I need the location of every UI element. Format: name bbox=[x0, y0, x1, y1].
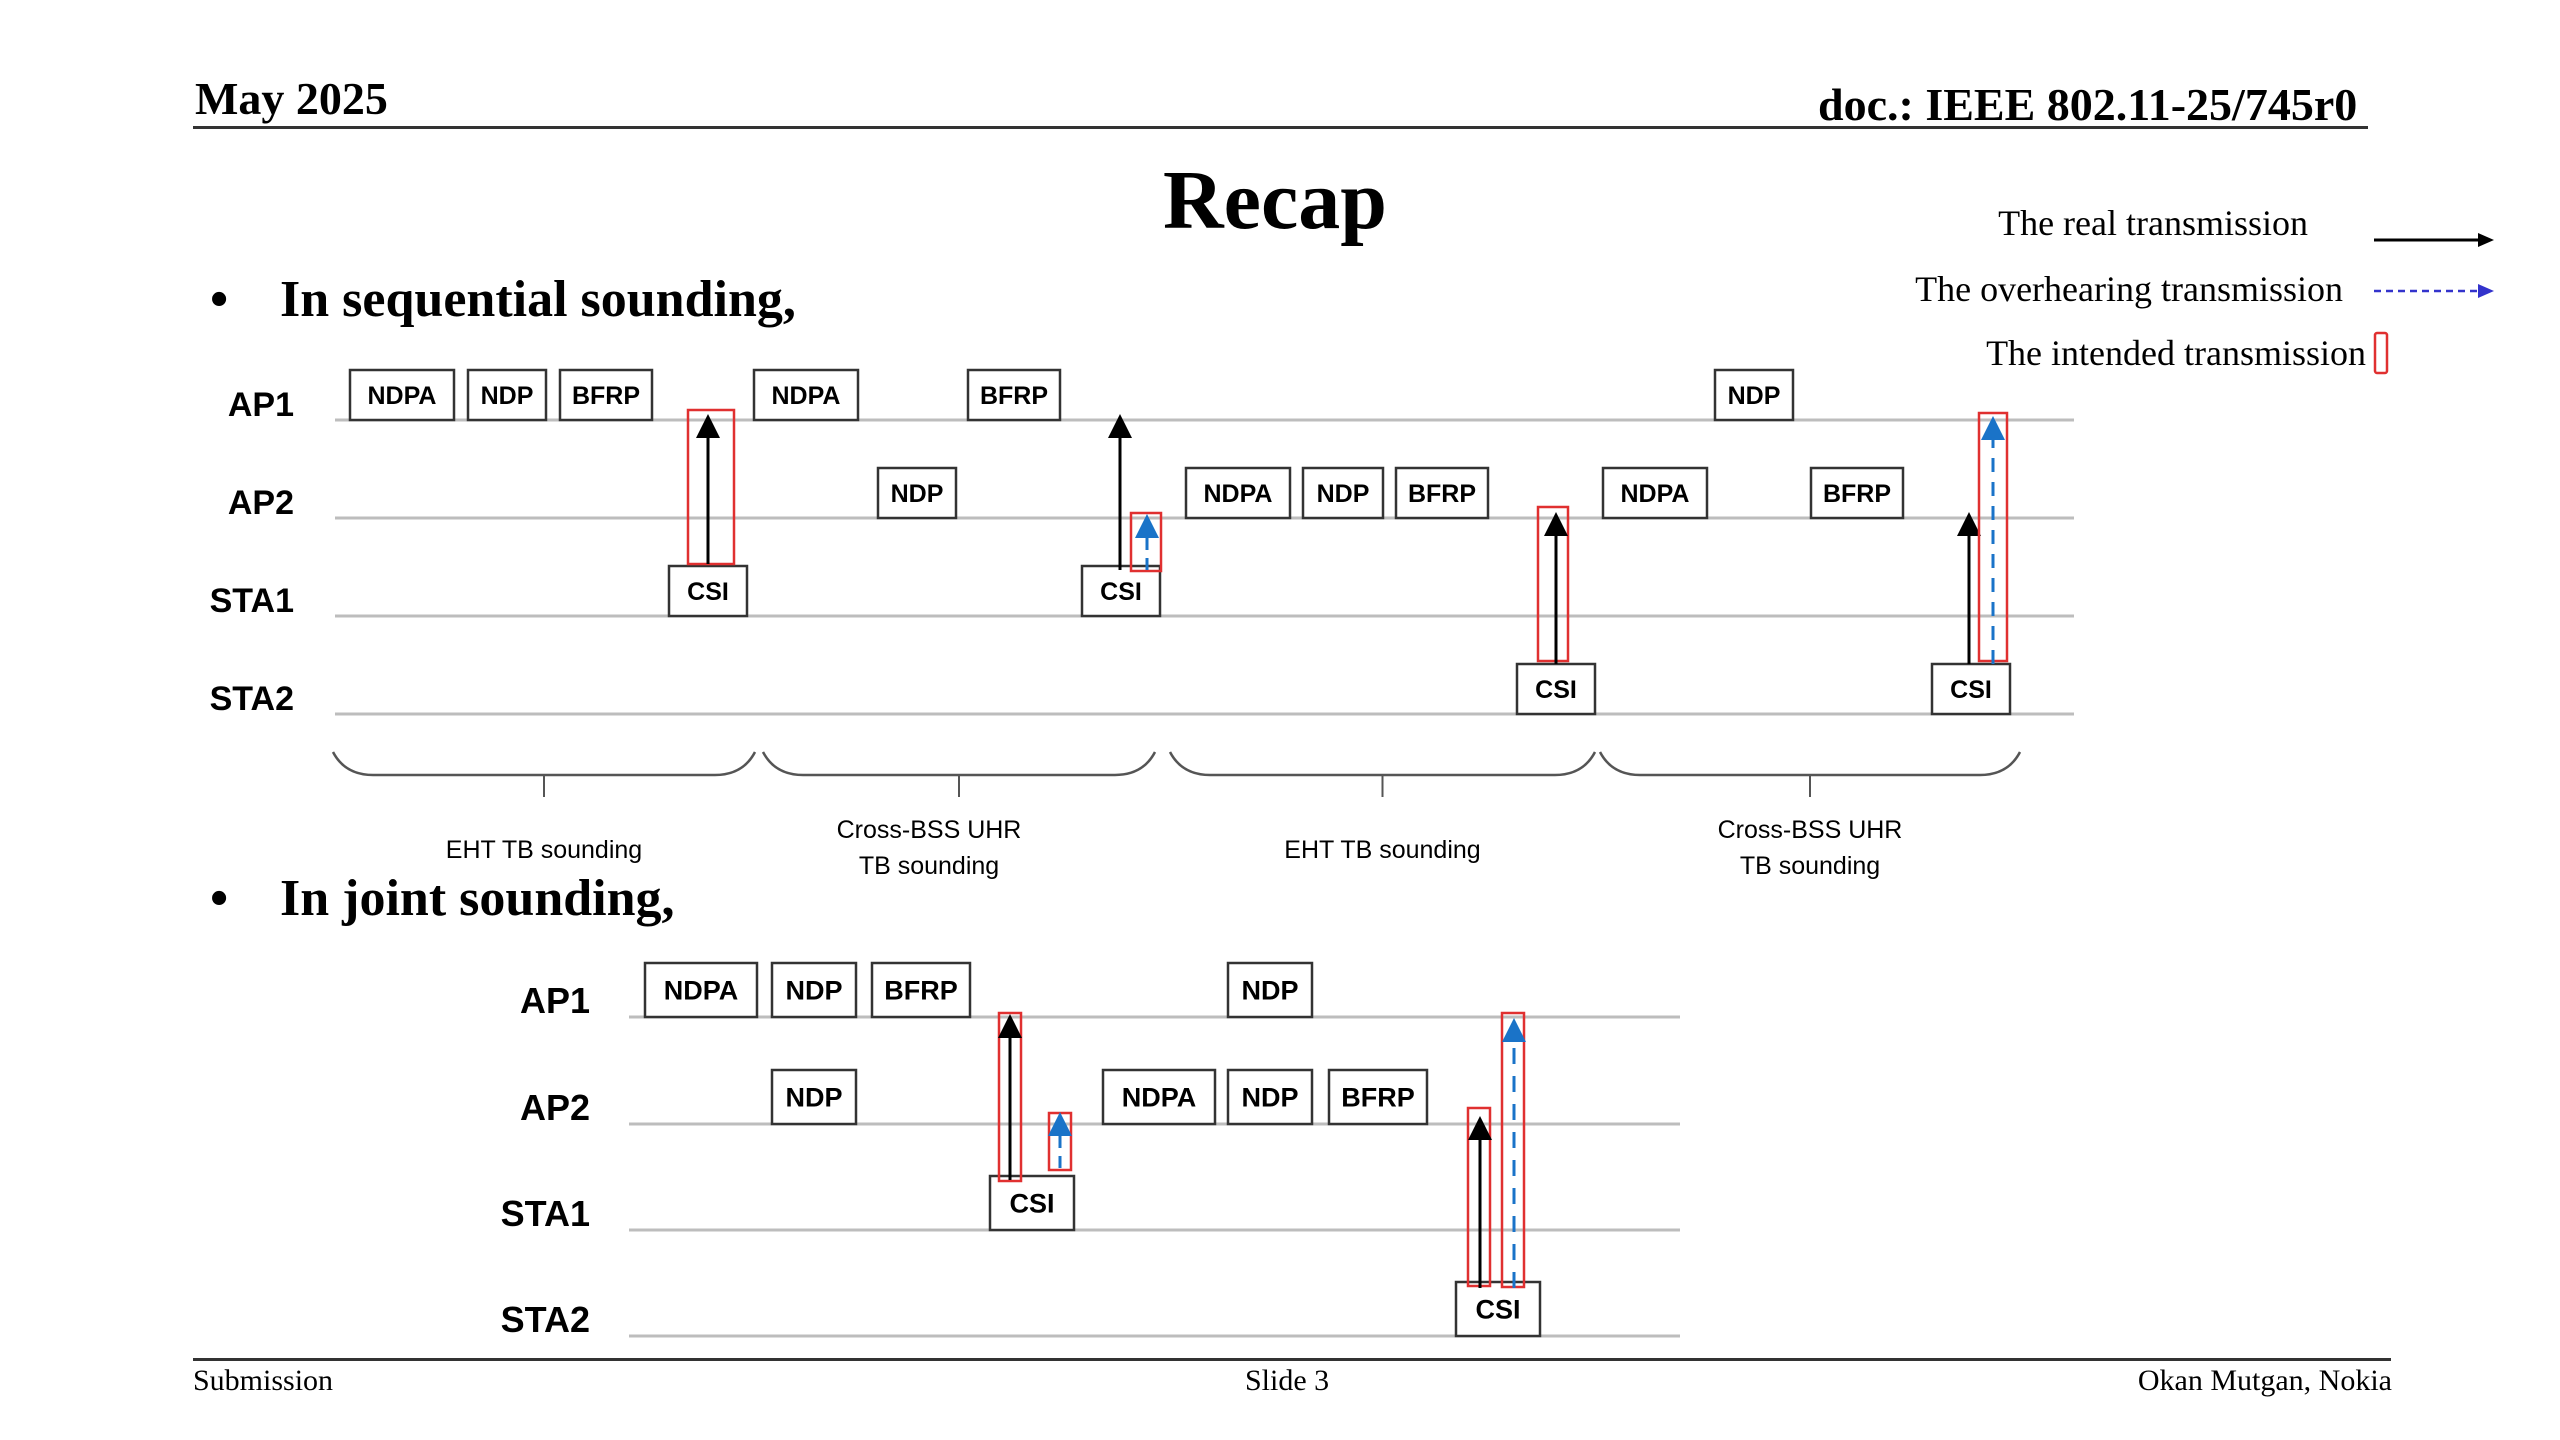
frame-ndp: NDP bbox=[1226, 1068, 1314, 1126]
frame-bfrp: BFRP bbox=[1809, 466, 1905, 520]
svg-text:CSI: CSI bbox=[1100, 578, 1142, 606]
phase-label: Cross-BSS UHR bbox=[1718, 816, 1903, 844]
frame-csi: CSI bbox=[667, 564, 749, 618]
intended-box bbox=[686, 408, 736, 566]
phase-brace: Cross-BSS UHR TB sounding bbox=[761, 751, 1157, 880]
frame-ndpa: NDPA bbox=[752, 368, 860, 422]
header-doc-id: doc.: IEEE 802.11-25/745r0 bbox=[1818, 79, 2358, 130]
footer-rule bbox=[193, 1358, 2391, 1361]
frame-csi: CSI bbox=[1454, 1280, 1542, 1338]
frame-csi: CSI bbox=[1515, 662, 1597, 716]
frame-bfrp: BFRP bbox=[966, 368, 1062, 422]
frame-ndp: NDP bbox=[1301, 466, 1385, 520]
frame-bfrp: BFRP bbox=[1394, 466, 1490, 520]
svg-text:NDP: NDP bbox=[1317, 480, 1370, 508]
frame-ndp: NDP bbox=[1226, 961, 1314, 1019]
svg-text:NDPA: NDPA bbox=[1621, 480, 1690, 508]
legend-intended-label: The intended transmission bbox=[1986, 333, 2366, 373]
svg-text:NDPA: NDPA bbox=[368, 382, 437, 410]
legend-intended-box-icon bbox=[2373, 331, 2389, 375]
legend-real-arrow-icon bbox=[2374, 233, 2494, 247]
intended-box bbox=[997, 1011, 1023, 1183]
intended-box bbox=[1536, 505, 1570, 663]
phase-label: EHT TB sounding bbox=[1284, 836, 1480, 864]
header-rule bbox=[193, 126, 2368, 129]
svg-text:NDP: NDP bbox=[1241, 976, 1298, 1006]
row-label-sta1: STA1 bbox=[210, 582, 294, 620]
row-label-sta2: STA2 bbox=[210, 680, 294, 718]
svg-text:NDPA: NDPA bbox=[1204, 480, 1273, 508]
phase-brace: EHT TB sounding bbox=[331, 751, 757, 864]
legend-overhearing-arrow-icon bbox=[2374, 284, 2494, 298]
footer-slide-number: Slide 3 bbox=[1245, 1364, 1330, 1397]
svg-text:NDP: NDP bbox=[1728, 382, 1781, 410]
frame-ndpa: NDPA bbox=[643, 961, 759, 1019]
phase-label: Cross-BSS UHR bbox=[837, 816, 1022, 844]
frame-ndp: NDP bbox=[466, 368, 548, 422]
phase-label: EHT TB sounding bbox=[446, 836, 642, 864]
svg-text:NDPA: NDPA bbox=[664, 976, 739, 1006]
svg-text:NDP: NDP bbox=[785, 1083, 842, 1113]
svg-text:NDPA: NDPA bbox=[772, 382, 841, 410]
svg-text:BFRP: BFRP bbox=[1823, 480, 1891, 508]
row-label-sta2: STA2 bbox=[501, 1299, 590, 1340]
frame-bfrp: BFRP bbox=[1327, 1068, 1429, 1126]
phase-label: TB sounding bbox=[1740, 852, 1880, 880]
phase-brace: Cross-BSS UHR TB sounding bbox=[1598, 751, 2022, 880]
frame-bfrp: BFRP bbox=[558, 368, 654, 422]
frame-bfrp: BFRP bbox=[870, 961, 972, 1019]
svg-text:CSI: CSI bbox=[1535, 676, 1577, 704]
frame-ndpa: NDPA bbox=[1101, 1068, 1217, 1126]
frame-ndpa: NDPA bbox=[1601, 466, 1709, 520]
bullet-dot: • bbox=[210, 870, 229, 927]
frame-csi: CSI bbox=[1930, 662, 2012, 716]
phase-brace: EHT TB sounding bbox=[1168, 751, 1597, 864]
row-label-ap1: AP1 bbox=[228, 386, 294, 424]
svg-text:CSI: CSI bbox=[1950, 676, 1992, 704]
svg-text:CSI: CSI bbox=[1475, 1295, 1520, 1325]
phase-label: TB sounding bbox=[859, 852, 999, 880]
frame-ndpa: NDPA bbox=[348, 368, 456, 422]
footer-author: Okan Mutgan, Nokia bbox=[2137, 1364, 2392, 1397]
svg-text:CSI: CSI bbox=[687, 578, 729, 606]
bullet-sequential: • In sequential sounding, bbox=[210, 270, 796, 329]
footer-left: Submission bbox=[193, 1364, 334, 1397]
header-date: May 2025 bbox=[195, 73, 388, 124]
svg-text:BFRP: BFRP bbox=[884, 976, 958, 1006]
row-label-ap2: AP2 bbox=[520, 1087, 590, 1128]
svg-text:CSI: CSI bbox=[1009, 1189, 1054, 1219]
svg-text:NDPA: NDPA bbox=[1122, 1083, 1197, 1113]
svg-text:BFRP: BFRP bbox=[572, 382, 640, 410]
svg-text:BFRP: BFRP bbox=[980, 382, 1048, 410]
legend-overhearing-label: The overhearing transmission bbox=[1915, 269, 2343, 309]
bullet-joint-text: In joint sounding, bbox=[280, 870, 675, 927]
svg-text:NDP: NDP bbox=[481, 382, 534, 410]
frame-csi: CSI bbox=[1080, 564, 1162, 618]
bullet-dot: • bbox=[210, 271, 229, 328]
bullet-sequential-text: In sequential sounding, bbox=[280, 271, 796, 328]
svg-text:NDP: NDP bbox=[785, 976, 842, 1006]
frame-ndp: NDP bbox=[1713, 368, 1795, 422]
intended-box bbox=[1129, 511, 1163, 573]
bullet-joint: • In joint sounding, bbox=[210, 869, 675, 928]
legend-real-label: The real transmission bbox=[1998, 203, 2308, 243]
row-label-sta1: STA1 bbox=[501, 1193, 590, 1234]
frame-ndp: NDP bbox=[770, 1068, 858, 1126]
svg-text:NDP: NDP bbox=[891, 480, 944, 508]
frame-csi: CSI bbox=[988, 1174, 1076, 1232]
frame-ndp: NDP bbox=[876, 466, 958, 520]
svg-text:BFRP: BFRP bbox=[1341, 1083, 1415, 1113]
slide-title: Recap bbox=[1163, 154, 1387, 247]
svg-text:BFRP: BFRP bbox=[1408, 480, 1476, 508]
row-label-ap2: AP2 bbox=[228, 484, 294, 522]
frame-ndp: NDP bbox=[770, 961, 858, 1019]
frame-ndpa: NDPA bbox=[1184, 466, 1292, 520]
svg-text:NDP: NDP bbox=[1241, 1083, 1298, 1113]
row-label-ap1: AP1 bbox=[520, 980, 590, 1021]
